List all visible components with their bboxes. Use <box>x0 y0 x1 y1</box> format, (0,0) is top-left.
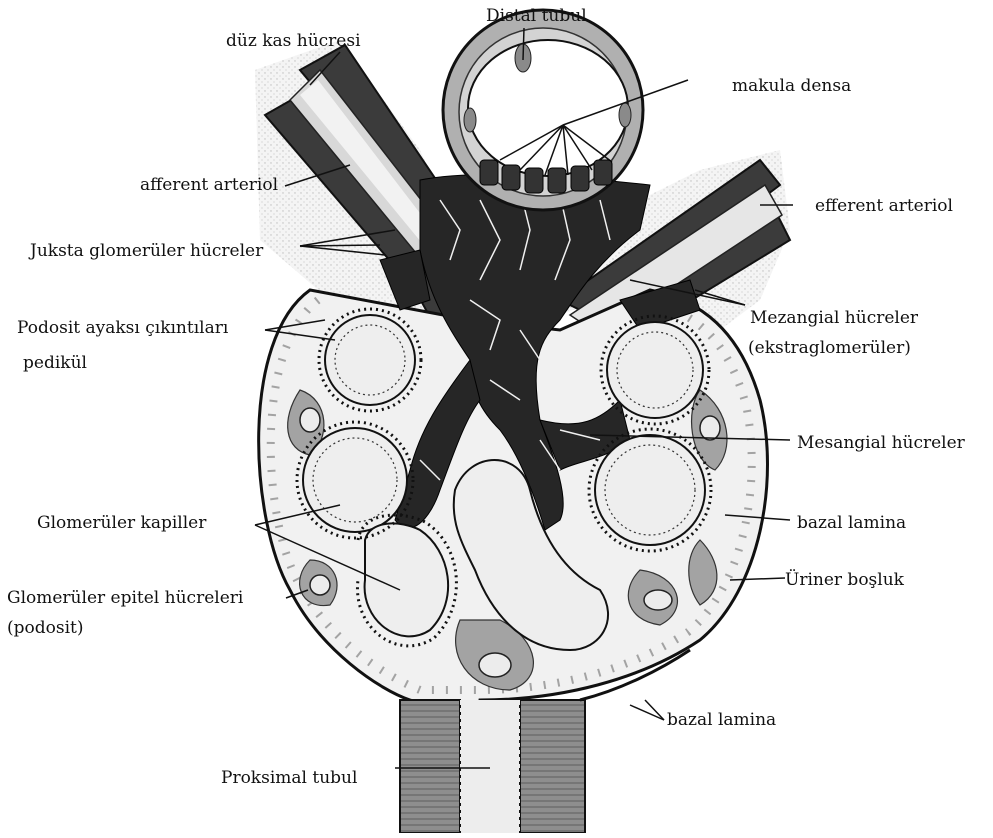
label-bazal-lamina-1: bazal lamina <box>797 515 906 532</box>
label-makula-densa: makula densa <box>732 78 851 95</box>
label-glomeruler-kapiller: Glomerüler kapiller <box>37 515 206 532</box>
label-bazal-lamina-2: bazal lamina <box>667 712 776 729</box>
label-pedikul: pedikül <box>23 355 87 372</box>
label-duz-kas-hucresi: düz kas hücresi <box>226 33 361 50</box>
label-efferent-arteriol: efferent arteriol <box>815 198 953 215</box>
distal-tubule <box>443 10 643 210</box>
label-glomeruler-epitel: Glomerüler epitel hücreleri <box>7 590 243 607</box>
label-mezangial-hucreler: Mezangial hücreler <box>750 310 918 327</box>
label-ekstraglomeruler: (ekstraglomerüler) <box>748 340 911 357</box>
label-proksimal-tubul: Proksimal tubul <box>221 770 357 787</box>
label-uriner-bosluk: Üriner boşluk <box>785 572 904 589</box>
label-podosit: (podosit) <box>7 620 84 637</box>
label-afferent-arteriol: afferent arteriol <box>140 177 278 194</box>
label-distal-tubul: Distal tubul <box>486 8 587 25</box>
label-juksta-glomeruler: Juksta glomerüler hücreler <box>30 243 263 260</box>
label-podosit-ayaksi: Podosit ayaksı çıkıntıları <box>17 320 228 337</box>
label-mesangial-hucreler: Mesangial hücreler <box>797 435 965 452</box>
